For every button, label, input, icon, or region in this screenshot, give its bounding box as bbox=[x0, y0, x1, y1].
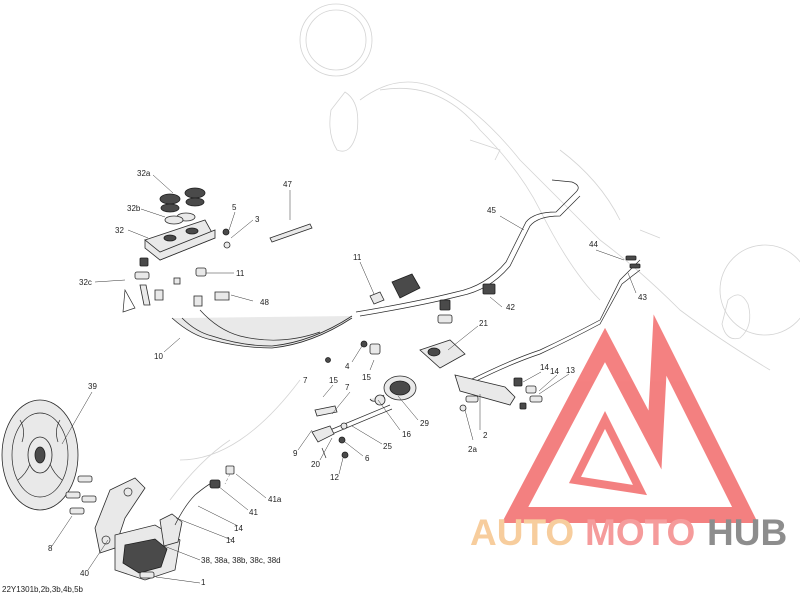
callout-7b: 7 bbox=[303, 376, 308, 385]
disc-bolts bbox=[65, 475, 97, 515]
rear-fittings bbox=[454, 374, 543, 412]
callout-32: 32 bbox=[115, 226, 124, 235]
part-47-strip bbox=[269, 223, 313, 243]
automotohub-logo-icon bbox=[501, 314, 758, 523]
callout-21: 21 bbox=[479, 319, 488, 328]
callout-45: 45 bbox=[487, 206, 496, 215]
callout-42: 42 bbox=[506, 303, 515, 312]
pushrod-and-fasteners bbox=[311, 340, 393, 459]
callout-40: 40 bbox=[80, 569, 89, 578]
callout-10: 10 bbox=[154, 352, 163, 361]
callout-7: 7 bbox=[345, 383, 350, 392]
brake-line-44 bbox=[469, 255, 641, 385]
rear-master-cylinder bbox=[369, 339, 466, 406]
callout-11: 11 bbox=[236, 269, 245, 278]
callout-44: 44 bbox=[589, 240, 598, 249]
callout-13: 13 bbox=[566, 366, 575, 375]
brake-caliper-assembly bbox=[94, 477, 183, 581]
callout-1: 1 bbox=[201, 578, 206, 587]
callout-14c: 14 bbox=[234, 524, 243, 533]
callout-32b: 32b bbox=[127, 204, 141, 213]
brake-hose-41 bbox=[174, 465, 235, 526]
callout-38-group: 38, 38a, 38b, 38c, 38d bbox=[201, 556, 281, 565]
callout-14d: 14 bbox=[226, 536, 235, 545]
callout-8: 8 bbox=[48, 544, 53, 553]
callout-14: 14 bbox=[540, 363, 549, 372]
brake-junction bbox=[369, 273, 496, 324]
callout-32a: 32a bbox=[137, 169, 151, 178]
callout-labels: 32a 32b 32 32c 5 3 11 48 10 47 45 11 42 … bbox=[2, 169, 647, 594]
master-cylinder-reservoir bbox=[144, 187, 216, 261]
background-vehicle-outline bbox=[169, 3, 800, 501]
leader-lines bbox=[51, 174, 637, 584]
callout-6: 6 bbox=[365, 454, 370, 463]
callout-15b: 15 bbox=[362, 373, 371, 382]
callout-2a: 2a bbox=[468, 445, 477, 454]
callout-11b: 11 bbox=[353, 253, 362, 262]
callout-16: 16 bbox=[402, 430, 411, 439]
callout-2: 2 bbox=[483, 431, 488, 440]
reservoir-hose-10 bbox=[171, 309, 353, 349]
callout-32c: 32c bbox=[79, 278, 92, 287]
watermark-moto: MOTO bbox=[585, 512, 695, 553]
callout-20: 20 bbox=[311, 460, 320, 469]
callout-4: 4 bbox=[345, 362, 350, 371]
callout-9: 9 bbox=[293, 449, 298, 458]
callout-29: 29 bbox=[420, 419, 429, 428]
automotohub-watermark: AUTO MOTO HUB bbox=[470, 314, 787, 553]
callout-39: 39 bbox=[88, 382, 97, 391]
brake-line-45 bbox=[355, 179, 581, 317]
callout-25: 25 bbox=[383, 442, 392, 451]
callout-41a: 41a bbox=[268, 495, 282, 504]
callout-12: 12 bbox=[330, 473, 339, 482]
watermark-auto: AUTO bbox=[470, 512, 574, 553]
callout-15: 15 bbox=[329, 376, 338, 385]
callout-5: 5 bbox=[232, 203, 237, 212]
callout-3: 3 bbox=[255, 215, 260, 224]
callout-43: 43 bbox=[638, 293, 647, 302]
watermark-hub: HUB bbox=[707, 512, 787, 553]
callout-48: 48 bbox=[260, 298, 269, 307]
callout-41: 41 bbox=[249, 508, 258, 517]
callout-14b: 14 bbox=[550, 367, 559, 376]
reservoir-fasteners bbox=[122, 228, 231, 313]
callout-47: 47 bbox=[283, 180, 292, 189]
brake-disc bbox=[1, 399, 79, 511]
diagram-code: 22Y1301b,2b,3b,4b,5b bbox=[2, 585, 84, 594]
